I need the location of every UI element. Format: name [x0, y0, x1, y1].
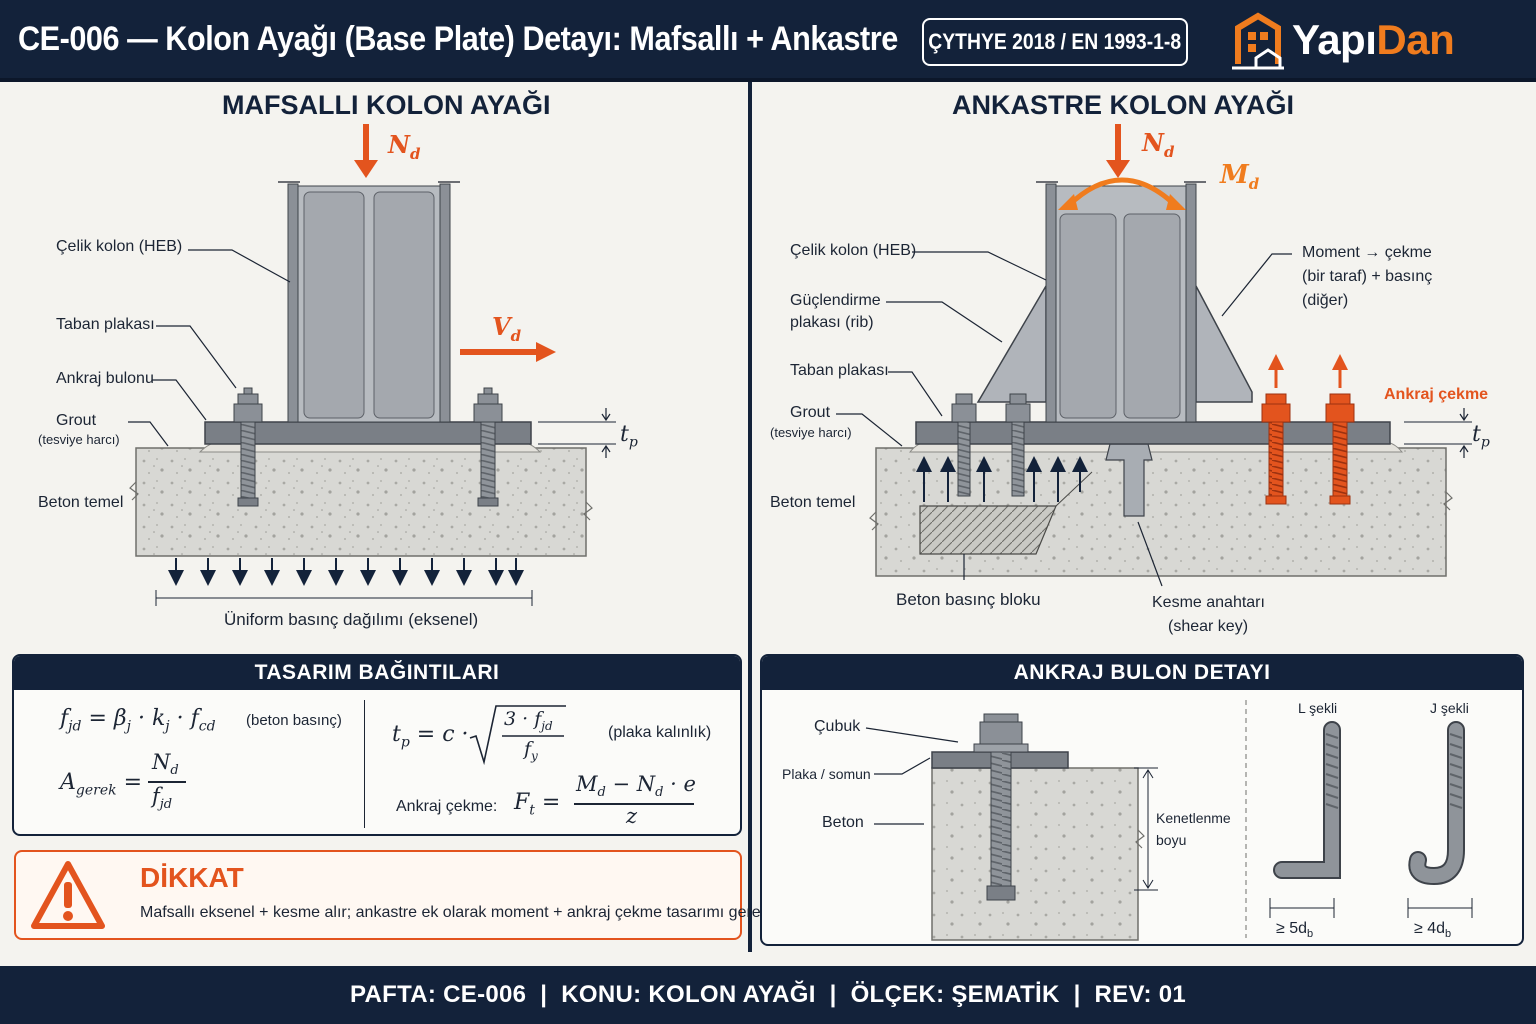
- moment-note-line2: (bir taraf) + basınç: [1302, 268, 1433, 285]
- stiffener-rib-right: [1195, 285, 1253, 403]
- footer-bar: PAFTA: CE-006 | KONU: KOLON AYAĞI | ÖLÇE…: [0, 966, 1536, 1024]
- grout-sub-label-fixed: (tesviye harcı): [770, 425, 852, 440]
- moment-arc: [1066, 177, 1178, 208]
- grout-label-fixed: Grout: [790, 404, 831, 421]
- formula-anchor-tension: Ft =: [514, 790, 561, 819]
- axial-load-label-fixed: Nd: [1142, 128, 1175, 161]
- l-shape-label: L şekli: [1298, 700, 1338, 716]
- base-plate-label: Taban plakası: [56, 316, 155, 333]
- formula-bearing-strength: fjd = βj · kj · fcd: [60, 706, 216, 735]
- l-shape-dimension: ≥ 5db: [1276, 920, 1314, 941]
- page-title: CE-006 — Kolon Ayağı (Base Plate) Detayı…: [18, 20, 898, 58]
- anchor-tension-label: Ankraj çekme: [1384, 386, 1489, 403]
- anchor-bolt-compression-1: [951, 393, 977, 497]
- anchor-bolt-right: [473, 387, 503, 507]
- embed-length-label-1: Kenetlenme: [1156, 810, 1231, 826]
- j-shape-label: J şekli: [1430, 700, 1469, 716]
- plate-nut-label: Plaka / somun: [782, 766, 871, 782]
- column-label-fixed: Çelik kolon (HEB): [790, 242, 917, 259]
- anchor-bolt-compression-2: [1005, 393, 1031, 497]
- formula4-label: Ankraj çekme:: [396, 798, 498, 815]
- header-bar: CE-006 — Kolon Ayağı (Base Plate) Detayı…: [0, 0, 1536, 82]
- moment-load-label: Md: [1220, 160, 1260, 194]
- steel-column: [278, 181, 460, 423]
- formulas-box: TASARIM BAĞINTILARI fjd = βj · kj · fcd …: [12, 654, 742, 836]
- footer-text: PAFTA: CE-006 | KONU: KOLON AYAĞI | ÖLÇE…: [349, 981, 1187, 1008]
- moment-note-line1: Moment → çekme: [1302, 244, 1432, 261]
- embed-length-label-2: boyu: [1156, 832, 1187, 848]
- anchor-bolt-tension-1: [1261, 354, 1291, 505]
- shear-load-label: Vd: [492, 312, 522, 345]
- fixed-base-diagram: [836, 124, 1472, 587]
- anchor-bolt-tension-2: [1325, 354, 1355, 505]
- formula-required-area: Agerek =: [60, 770, 143, 799]
- anchor-detail-box: ANKRAJ BULON DETAYI: [760, 654, 1524, 946]
- concrete-detail-label: Beton: [822, 814, 864, 831]
- compression-block-label: Beton basınç bloku: [896, 590, 1041, 609]
- building-logo-icon: [1232, 12, 1284, 70]
- steel-column-fixed: [1036, 181, 1206, 423]
- formula4-numerator: Md − Nd · e: [576, 772, 696, 801]
- rib-label-line2: plakası (rib): [790, 314, 874, 331]
- grout-label: Grout: [56, 412, 97, 429]
- brand-logo: YapıDan: [1292, 16, 1455, 63]
- shear-key-label-line2: (shear key): [1168, 618, 1249, 635]
- anchor-bolt-label: Ankraj bulonu: [56, 370, 154, 387]
- plate-thickness-label-fixed: tp: [1472, 422, 1490, 451]
- warning-title: DİKKAT: [140, 862, 244, 893]
- warning-icon: [31, 861, 105, 929]
- right-panel-title: ANKASTRE KOLON AYAĞI: [952, 90, 1295, 120]
- pressure-arrows: [168, 558, 524, 586]
- formula1-note: (beton basınç): [246, 712, 342, 729]
- pressure-label: Üniform basınç dağılımı (eksenel): [224, 610, 479, 629]
- base-plate-fixed: [915, 421, 1391, 445]
- formula-plate-thickness: tp = c ·: [392, 722, 469, 751]
- compression-arrows: [916, 456, 1088, 502]
- anchor-detail-drawing: [865, 700, 1473, 941]
- anchor-detail-title: ANKRAJ BULON DETAYI: [762, 656, 1522, 690]
- j-shape-dimension: ≥ 4db: [1414, 920, 1452, 941]
- moment-note-line3: (diğer): [1302, 292, 1349, 309]
- rod-label: Çubuk: [814, 718, 861, 735]
- sqrt-symbol: [469, 705, 566, 766]
- concrete-foundation: [135, 447, 587, 557]
- grout-sub-label: (tesviye harcı): [38, 432, 120, 447]
- concrete-label-fixed: Beton temel: [770, 494, 856, 511]
- column-label: Çelik kolon (HEB): [56, 238, 183, 255]
- pinned-base-diagram: [128, 124, 616, 606]
- standard-badge: ÇYTHYE 2018 / EN 1993-1-8: [922, 18, 1188, 66]
- concrete-label: Beton temel: [38, 494, 124, 511]
- plate-thickness-label: tp: [620, 422, 638, 451]
- warning-text: Mafsallı eksenel + kesme alır; ankastre …: [140, 904, 795, 921]
- formula2-denominator: fy: [524, 738, 538, 763]
- left-panel-title: MAFSALLI KOLON AYAĞI: [222, 90, 551, 120]
- base-plate-label-fixed: Taban plakası: [790, 362, 889, 379]
- panel-divider: [748, 82, 752, 952]
- formulas-title: TASARIM BAĞINTILARI: [14, 656, 740, 690]
- warning-box: DİKKAT Mafsallı eksenel + kesme alır; an…: [14, 850, 794, 940]
- rib-label-line1: Güçlendirme: [790, 292, 881, 309]
- formula4-denominator: z: [626, 804, 638, 828]
- formula2-numerator: 3 · fjd: [504, 708, 553, 733]
- axial-load-label: Nd: [388, 130, 421, 163]
- shear-key-label-line1: Kesme anahtarı: [1152, 594, 1265, 611]
- stiffener-rib-left: [976, 283, 1047, 403]
- formula2-note: (plaka kalınlık): [608, 724, 712, 741]
- shear-key: [1105, 443, 1153, 517]
- anchor-bolt-left: [233, 387, 263, 507]
- formula3-denominator: fjd: [152, 784, 173, 813]
- formula3-numerator: Nd: [152, 750, 179, 779]
- compression-block: [919, 505, 1057, 555]
